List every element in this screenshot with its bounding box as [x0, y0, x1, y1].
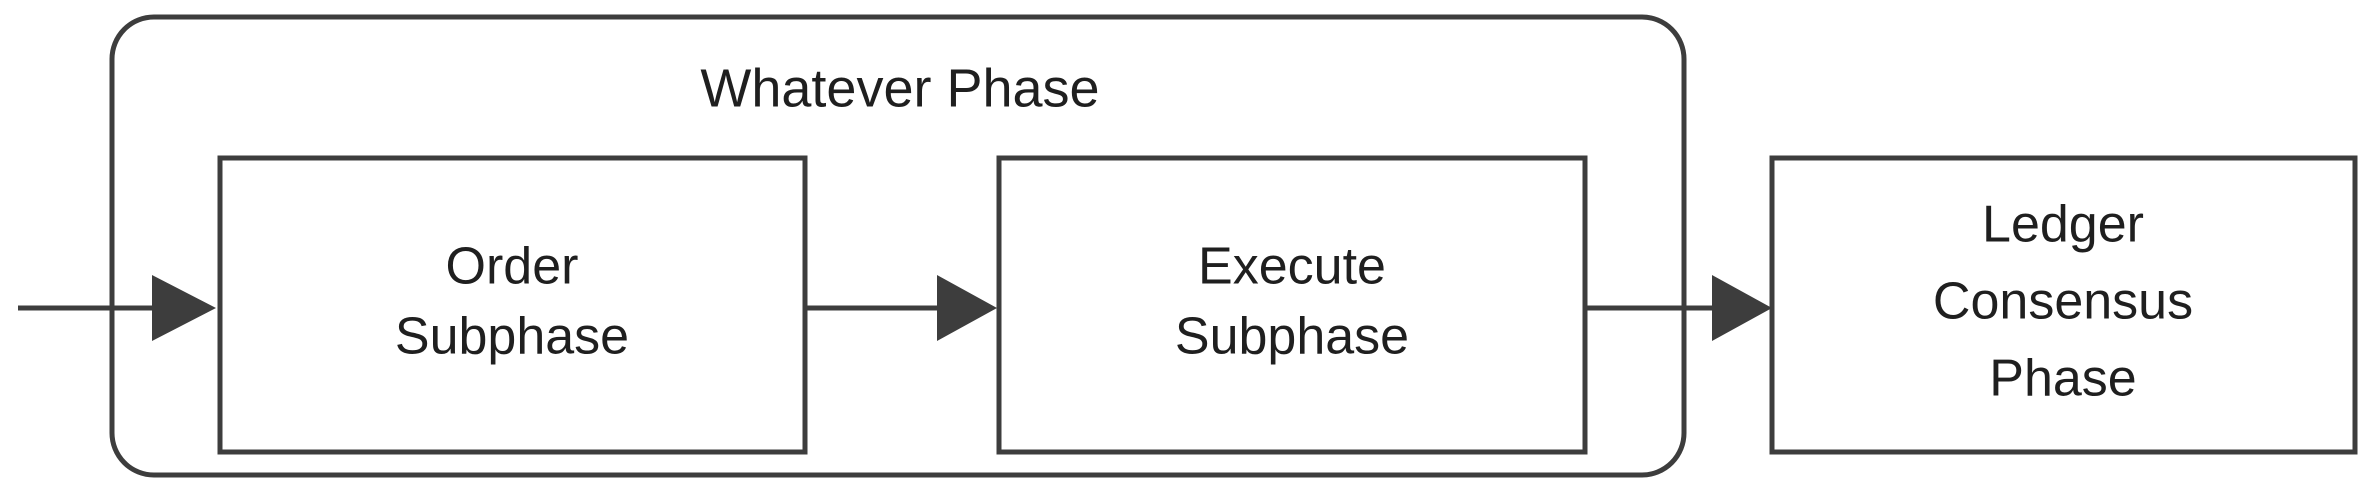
group-whatever-phase[interactable] [109, 14, 1687, 478]
arrow-head-icon-order-to-execute [937, 275, 997, 341]
edge-execute-to-ledger-consensus [1585, 275, 1772, 341]
node-execute-subphase[interactable] [996, 155, 1588, 455]
node-label-ledger-consensus-phase-line2: Consensus [1933, 273, 2193, 331]
edge-input-to-order-subphase [18, 275, 216, 341]
edge-order-to-execute-subphase [805, 275, 997, 341]
node-ledger-consensus-phase[interactable] [1769, 155, 2358, 455]
group-label-whatever-phase: Whatever Phase [700, 58, 1099, 118]
node-label-ledger-consensus-phase-line3: Phase [1989, 350, 2136, 408]
node-label-order-subphase-line2: Subphase [395, 308, 629, 366]
node-order-subphase[interactable] [217, 155, 808, 455]
node-label-ledger-consensus-phase-line1: Ledger [1982, 196, 2144, 254]
node-label-execute-subphase-line2: Subphase [1175, 308, 1409, 366]
node-label-execute-subphase-line1: Execute [1198, 238, 1386, 296]
node-label-order-subphase-line1: Order [446, 238, 579, 296]
arrow-head-icon-input-to-order [152, 275, 216, 341]
arrow-head-icon-execute-to-ledger [1712, 275, 1772, 341]
